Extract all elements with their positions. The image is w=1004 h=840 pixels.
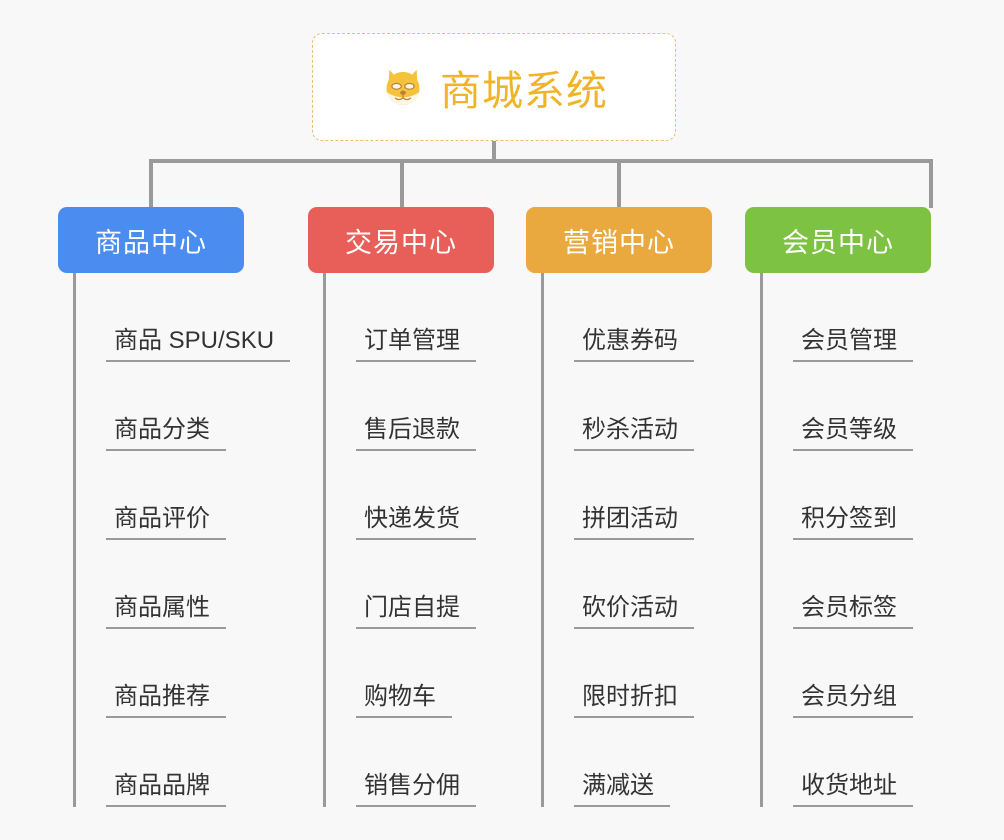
list-item[interactable]: 优惠券码 bbox=[544, 273, 712, 362]
category-label: 营销中心 bbox=[563, 227, 675, 258]
list-item[interactable]: 会员等级 bbox=[763, 362, 931, 451]
list-item[interactable]: 销售分佣 bbox=[326, 718, 494, 807]
leaf-label: 会员管理 bbox=[793, 327, 913, 362]
shiba-dog-face-icon bbox=[380, 64, 426, 110]
list-item[interactable]: 满减送 bbox=[544, 718, 712, 807]
list-item[interactable]: 收货地址 bbox=[763, 718, 931, 807]
leaf-label: 优惠券码 bbox=[574, 327, 694, 362]
leaf-label: 满减送 bbox=[574, 772, 670, 807]
leaf-label: 商品评价 bbox=[106, 505, 226, 540]
connector-drop-3 bbox=[617, 159, 621, 208]
leaf-list-trade-center: 订单管理 售后退款 快递发货 门店自提 购物车 销售分佣 bbox=[323, 273, 494, 807]
leaf-list-marketing-center: 优惠券码 秒杀活动 拼团活动 砍价活动 限时折扣 满减送 bbox=[541, 273, 712, 807]
list-item[interactable]: 门店自提 bbox=[326, 540, 494, 629]
category-header-product-center[interactable]: 商品中心 bbox=[58, 207, 244, 273]
connector-horizontal-bus bbox=[149, 159, 933, 163]
leaf-label: 秒杀活动 bbox=[574, 416, 694, 451]
column-marketing-center: 营销中心 优惠券码 秒杀活动 拼团活动 砍价活动 限时折扣 满减送 bbox=[526, 207, 712, 807]
column-trade-center: 交易中心 订单管理 售后退款 快递发货 门店自提 购物车 销售分佣 bbox=[308, 207, 494, 807]
leaf-label: 砍价活动 bbox=[574, 594, 694, 629]
list-item[interactable]: 积分签到 bbox=[763, 451, 931, 540]
category-label: 会员中心 bbox=[782, 227, 894, 258]
leaf-label: 会员标签 bbox=[793, 594, 913, 629]
leaf-label: 积分签到 bbox=[793, 505, 913, 540]
connector-drop-2 bbox=[400, 159, 404, 208]
list-item[interactable]: 商品属性 bbox=[76, 540, 290, 629]
list-item[interactable]: 限时折扣 bbox=[544, 629, 712, 718]
connector-drop-1 bbox=[149, 159, 153, 208]
category-header-member-center[interactable]: 会员中心 bbox=[745, 207, 931, 273]
leaf-label: 会员等级 bbox=[793, 416, 913, 451]
connector-root-stem bbox=[492, 141, 496, 161]
leaf-label: 商品属性 bbox=[106, 594, 226, 629]
leaf-label: 订单管理 bbox=[356, 327, 476, 362]
list-item[interactable]: 商品推荐 bbox=[76, 629, 290, 718]
leaf-list-member-center: 会员管理 会员等级 积分签到 会员标签 会员分组 收货地址 bbox=[760, 273, 931, 807]
leaf-label: 会员分组 bbox=[793, 683, 913, 718]
list-item[interactable]: 商品品牌 bbox=[76, 718, 290, 807]
category-label: 交易中心 bbox=[345, 227, 457, 258]
list-item[interactable]: 商品 SPU/SKU bbox=[76, 273, 291, 362]
column-product-center: 商品中心 商品 SPU/SKU 商品分类 商品评价 商品属性 商品推荐 商品品牌 bbox=[58, 207, 291, 807]
leaf-label: 收货地址 bbox=[793, 772, 913, 807]
list-item[interactable]: 会员管理 bbox=[763, 273, 931, 362]
list-item[interactable]: 快递发货 bbox=[326, 451, 494, 540]
category-header-marketing-center[interactable]: 营销中心 bbox=[526, 207, 712, 273]
leaf-label: 商品 SPU/SKU bbox=[106, 327, 291, 362]
column-member-center: 会员中心 会员管理 会员等级 积分签到 会员标签 会员分组 收货地址 bbox=[745, 207, 931, 807]
list-item[interactable]: 售后退款 bbox=[326, 362, 494, 451]
leaf-label: 售后退款 bbox=[356, 416, 476, 451]
leaf-label: 限时折扣 bbox=[574, 683, 694, 718]
leaf-label: 商品分类 bbox=[106, 416, 226, 451]
leaf-label: 商品品牌 bbox=[106, 772, 226, 807]
leaf-list-product-center: 商品 SPU/SKU 商品分类 商品评价 商品属性 商品推荐 商品品牌 bbox=[73, 273, 291, 807]
list-item[interactable]: 砍价活动 bbox=[544, 540, 712, 629]
list-item[interactable]: 会员分组 bbox=[763, 629, 931, 718]
leaf-label: 门店自提 bbox=[356, 594, 476, 629]
list-item[interactable]: 商品分类 bbox=[76, 362, 290, 451]
leaf-label: 购物车 bbox=[356, 683, 452, 718]
root-title: 商城系统 bbox=[440, 68, 608, 114]
list-item[interactable]: 拼团活动 bbox=[544, 451, 712, 540]
leaf-label: 商品推荐 bbox=[106, 683, 226, 718]
leaf-label: 拼团活动 bbox=[574, 505, 694, 540]
list-item[interactable]: 商品评价 bbox=[76, 451, 290, 540]
root-node-mall-system[interactable]: 商城系统 bbox=[312, 33, 676, 141]
leaf-label: 销售分佣 bbox=[356, 772, 476, 807]
connector-drop-4 bbox=[929, 159, 933, 208]
list-item[interactable]: 购物车 bbox=[326, 629, 494, 718]
category-label: 商品中心 bbox=[95, 227, 207, 258]
leaf-label: 快递发货 bbox=[356, 505, 476, 540]
category-header-trade-center[interactable]: 交易中心 bbox=[308, 207, 494, 273]
list-item[interactable]: 会员标签 bbox=[763, 540, 931, 629]
list-item[interactable]: 订单管理 bbox=[326, 273, 494, 362]
list-item[interactable]: 秒杀活动 bbox=[544, 362, 712, 451]
